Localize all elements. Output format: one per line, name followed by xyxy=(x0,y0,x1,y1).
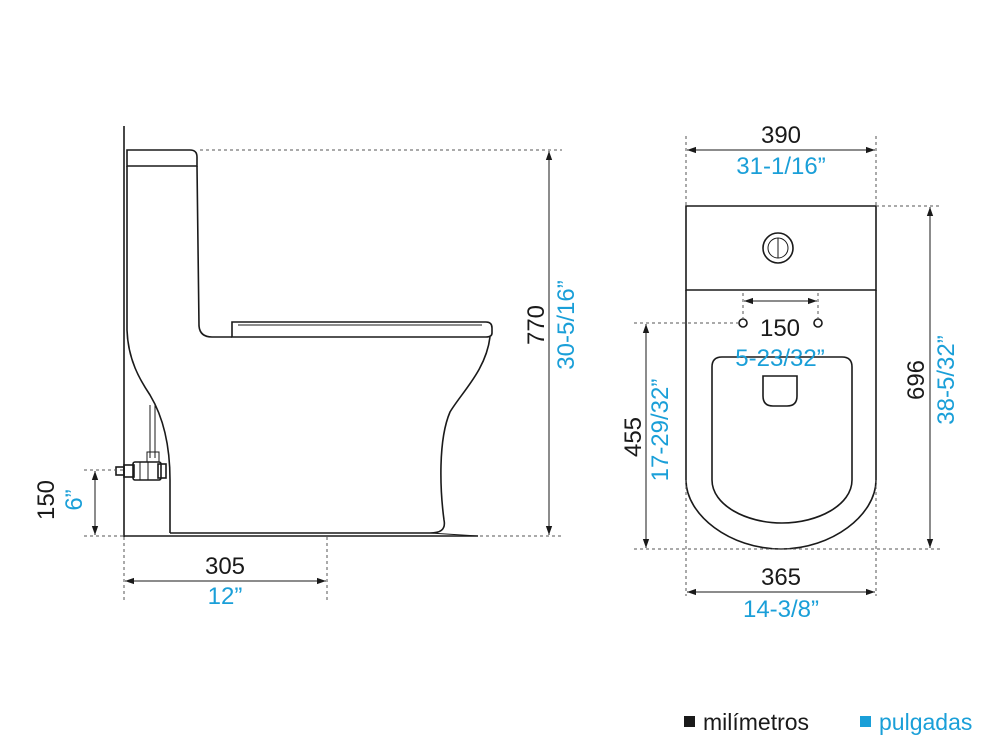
roughin-mm-label: 305 xyxy=(205,553,245,580)
foot-edge xyxy=(429,532,479,537)
legend: milímetros pulgadas xyxy=(684,709,972,735)
hinge-mm-label: 150 xyxy=(760,315,800,342)
height-mm-label: 770 xyxy=(523,305,550,345)
tank-lid xyxy=(126,149,198,167)
legend-in-label: pulgadas xyxy=(879,709,972,735)
side-view: 770 30-5/16” 150 6” 305 12” xyxy=(33,126,580,610)
legend-mm-swatch xyxy=(684,716,695,727)
bowl-front xyxy=(170,336,491,534)
bowl-back xyxy=(126,329,171,533)
angle-valve-knob xyxy=(157,463,167,479)
flush-button-icon xyxy=(762,232,794,264)
tank-body xyxy=(126,165,232,338)
inlet-in-label: 6” xyxy=(61,489,88,510)
hinge-in-label: 5-23/32” xyxy=(735,345,824,372)
inlet-mm-label: 150 xyxy=(33,480,60,520)
basewidth-mm-label: 365 xyxy=(761,564,801,591)
width-in-label: 31-1/16” xyxy=(736,153,825,180)
basewidth-in-label: 14-3/8” xyxy=(743,596,819,623)
top-view: 150 5-23/32” 390 31-1/16” 365 14-3/8” 69… xyxy=(620,122,960,623)
legend-mm-label: milímetros xyxy=(703,709,809,735)
height-in-label: 30-5/16” xyxy=(553,280,580,369)
tank-outline xyxy=(685,205,877,291)
angle-valve-body xyxy=(132,461,162,481)
length-in-label: 38-5/32” xyxy=(933,335,960,424)
bowl-flush-cutout xyxy=(762,375,798,407)
roughin-in-label: 12” xyxy=(208,583,243,610)
depth-mm-label: 455 xyxy=(620,417,647,457)
bowl-opening xyxy=(711,356,853,524)
hinge-hole-left-icon xyxy=(738,318,748,328)
legend-in-swatch xyxy=(860,716,871,727)
width-mm-label: 390 xyxy=(761,122,801,149)
supply-stub xyxy=(115,466,125,476)
supply-pipe xyxy=(149,405,156,458)
hinge-hole-right-icon xyxy=(813,318,823,328)
seat-lid xyxy=(231,321,493,338)
depth-in-label: 17-29/32” xyxy=(647,379,674,482)
supply-nut xyxy=(146,451,160,463)
length-mm-label: 696 xyxy=(903,360,930,400)
